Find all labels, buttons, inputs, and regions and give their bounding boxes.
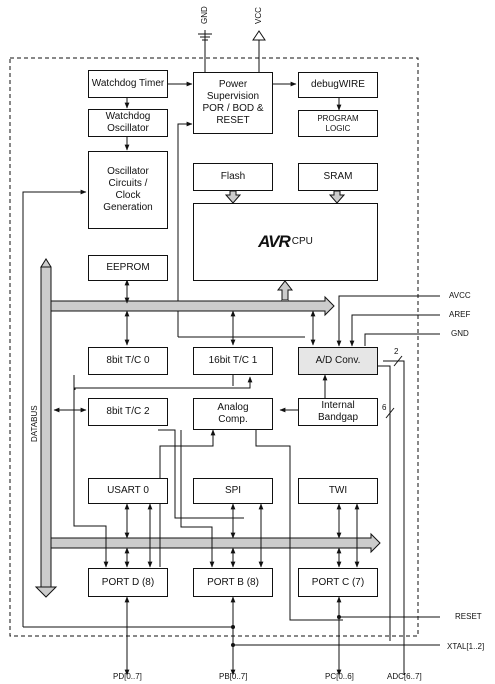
watchdog-timer-block: Watchdog Timer	[88, 70, 168, 98]
adc-block: A/D Conv.	[298, 347, 378, 375]
avr-logo: AVR	[258, 232, 291, 251]
pd-pins-label: PD[0..7]	[113, 672, 142, 681]
twi-block: TWI	[298, 478, 378, 504]
vcc-supply-label: VCC	[254, 7, 263, 24]
adc-channel-width-label: 6	[382, 403, 387, 412]
flash-block: Flash	[193, 163, 273, 191]
upper-data-bus	[50, 295, 335, 317]
pb-pins-label: PB[0..7]	[219, 672, 248, 681]
debugwire-block: debugWIRE	[298, 72, 378, 98]
port-d-block: PORT D (8)	[88, 568, 168, 597]
cpu-block: AVR CPU	[193, 203, 378, 281]
usart-block: USART 0	[88, 478, 168, 504]
port-c-block: PORT C (7)	[298, 568, 378, 597]
xtal-label: XTAL[1..2]	[447, 642, 485, 651]
avcc-label: AVCC	[449, 291, 471, 300]
chip-boundary	[9, 57, 419, 637]
lower-data-bus	[50, 532, 381, 554]
gnd-supply-label: GND	[200, 6, 209, 24]
sram-block: SRAM	[298, 163, 378, 191]
gnd-analog-label: GND	[451, 329, 469, 338]
pc-pins-label: PC[0..6]	[325, 672, 354, 681]
adc-pins-label: ADC[6..7]	[387, 672, 422, 681]
eeprom-block: EEPROM	[88, 255, 168, 281]
databus-label: DATABUS	[30, 405, 39, 442]
adc-mux-width-label: 2	[394, 347, 399, 356]
vcc-symbol	[252, 30, 266, 41]
timer2-block: 8bit T/C 2	[88, 398, 168, 426]
timer0-block: 8bit T/C 0	[88, 347, 168, 375]
port-b-block: PORT B (8)	[193, 568, 273, 597]
watchdog-oscillator-block: Watchdog Oscillator	[88, 109, 168, 137]
aref-label: AREF	[449, 310, 471, 319]
reset-label: RESET	[455, 612, 482, 621]
timer1-block: 16bit T/C 1	[193, 347, 273, 375]
spi-block: SPI	[193, 478, 273, 504]
